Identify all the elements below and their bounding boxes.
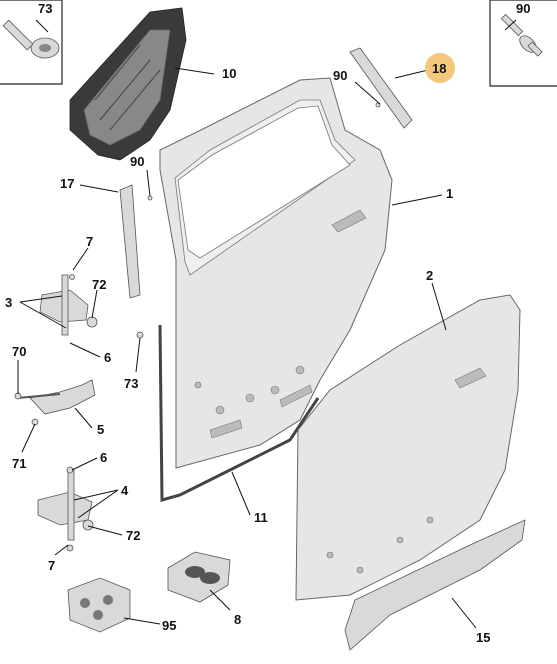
inset-rivet-90 [489, 0, 557, 87]
leader-lines [17, 19, 517, 629]
callout-1: 1 [446, 186, 453, 201]
inset-screw-73 [0, 0, 63, 85]
callout-4: 4 [121, 483, 129, 498]
pillar-trim-17 [119, 184, 141, 299]
callout-73-top: 73 [38, 1, 52, 16]
callout-3: 3 [5, 295, 12, 310]
lower-trim-15 [344, 519, 526, 651]
callout-72-top: 72 [92, 277, 106, 292]
door-check-5 [17, 379, 96, 415]
door-seal-11 [158, 324, 320, 502]
callout-90-top: 90 [516, 1, 530, 16]
callout-7-bot: 7 [48, 558, 55, 573]
callout-18-highlight [425, 53, 455, 83]
fasteners [14, 102, 381, 552]
callout-73-mid: 73 [124, 376, 138, 391]
callout-8: 8 [234, 612, 241, 627]
clip-kit-95 [67, 577, 131, 633]
upper-hinge-3 [39, 274, 98, 336]
callout-labels: 73 90 18 90 10 90 17 1 7 72 3 6 70 73 5 … [5, 1, 530, 645]
callout-15: 15 [476, 630, 490, 645]
callout-71: 71 [12, 456, 26, 471]
callout-90-left: 90 [130, 154, 144, 169]
rivet-icon [500, 13, 543, 57]
callout-70: 70 [12, 344, 26, 359]
lower-hinge-4 [37, 469, 94, 541]
outer-panel-2 [295, 294, 521, 601]
callout-95: 95 [162, 618, 176, 633]
callout-2: 2 [426, 268, 433, 283]
window-trim-18 [349, 47, 413, 129]
callout-6-bot: 6 [100, 450, 107, 465]
callout-6-top: 6 [104, 350, 111, 365]
callout-5: 5 [97, 422, 104, 437]
door-shell-1 [159, 77, 393, 469]
plug-kit-8 [167, 551, 231, 603]
callout-11: 11 [254, 510, 268, 525]
callout-18: 18 [432, 61, 446, 76]
door-module-panel [69, 7, 187, 161]
callout-90-mid: 90 [333, 68, 347, 83]
callout-10: 10 [222, 66, 236, 81]
callout-7-top: 7 [86, 234, 93, 249]
callout-72-bot: 72 [126, 528, 140, 543]
screw-icon [2, 19, 60, 59]
callout-17: 17 [60, 176, 74, 191]
